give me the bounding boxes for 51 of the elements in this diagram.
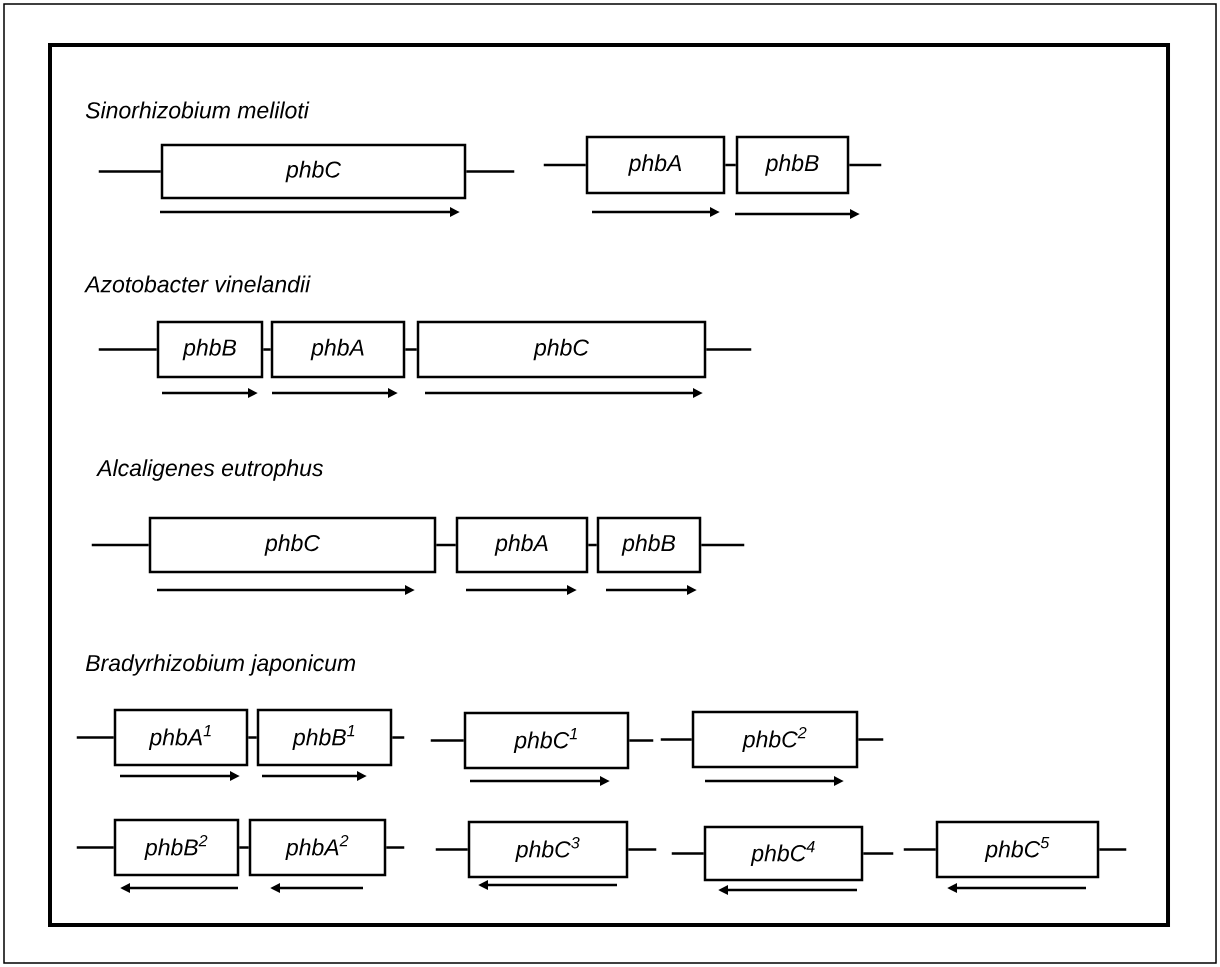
gene-box: phbC$^{2}$ [691,710,859,769]
gene-box: phbA [270,320,406,379]
gene-box: phbC$^{3}$ [467,820,629,879]
gene-box: phbC [416,320,707,379]
dna-line [863,852,894,855]
dna-line [858,738,884,741]
dna-line [629,739,654,742]
gene-box: phbA$^{2}$ [248,818,387,877]
dna-line [706,348,752,351]
dna-line [239,846,249,849]
dna-line [436,543,456,547]
dna-line [849,163,882,167]
dna-line [435,848,468,851]
gene-box: phbC [148,516,437,574]
dna-line [1099,848,1127,851]
dna-line [430,739,464,742]
dna-line [671,852,704,855]
gene-box: phbA [455,516,589,574]
dna-line [725,163,736,167]
gene-box: phbB$^{2}$ [113,818,240,877]
dna-line [405,348,417,351]
dna-line [588,543,597,547]
dna-line [386,846,405,849]
dna-line [76,846,114,849]
organism-name: Alcaligenes eutrophus [96,459,323,481]
dna-line [91,543,149,547]
organism-name: Bradyrhizobium japonicum [85,654,356,676]
dna-line [466,170,515,173]
gene-box: phbA$^{1}$ [113,708,249,767]
dna-line [392,736,405,739]
gene-box: phbA [585,135,726,195]
dna-line [98,170,161,173]
dna-line [98,348,157,351]
organism-name: Azotobacter vinelandii [84,275,311,293]
gene-box: phbC$^{4}$ [703,825,864,882]
gene-box: phbC$^{1}$ [463,711,630,770]
dna-line [263,348,271,351]
gene-box: phbB [735,135,850,195]
gene-box: phbB$^{1}$ [256,708,393,767]
organism-name: Sinorhizobium meliloti [85,101,310,119]
gene-box: phbB [156,320,264,379]
dna-line [701,543,745,547]
dna-line [628,848,657,851]
dna-line [76,736,114,739]
dna-line [543,163,586,167]
gene-box: phbB [596,516,702,574]
dna-line [903,848,936,851]
dna-line [248,736,257,739]
gene-box: phbC$^{5}$ [935,820,1100,879]
gene-box: phbC [160,143,467,200]
dna-line [660,738,692,741]
